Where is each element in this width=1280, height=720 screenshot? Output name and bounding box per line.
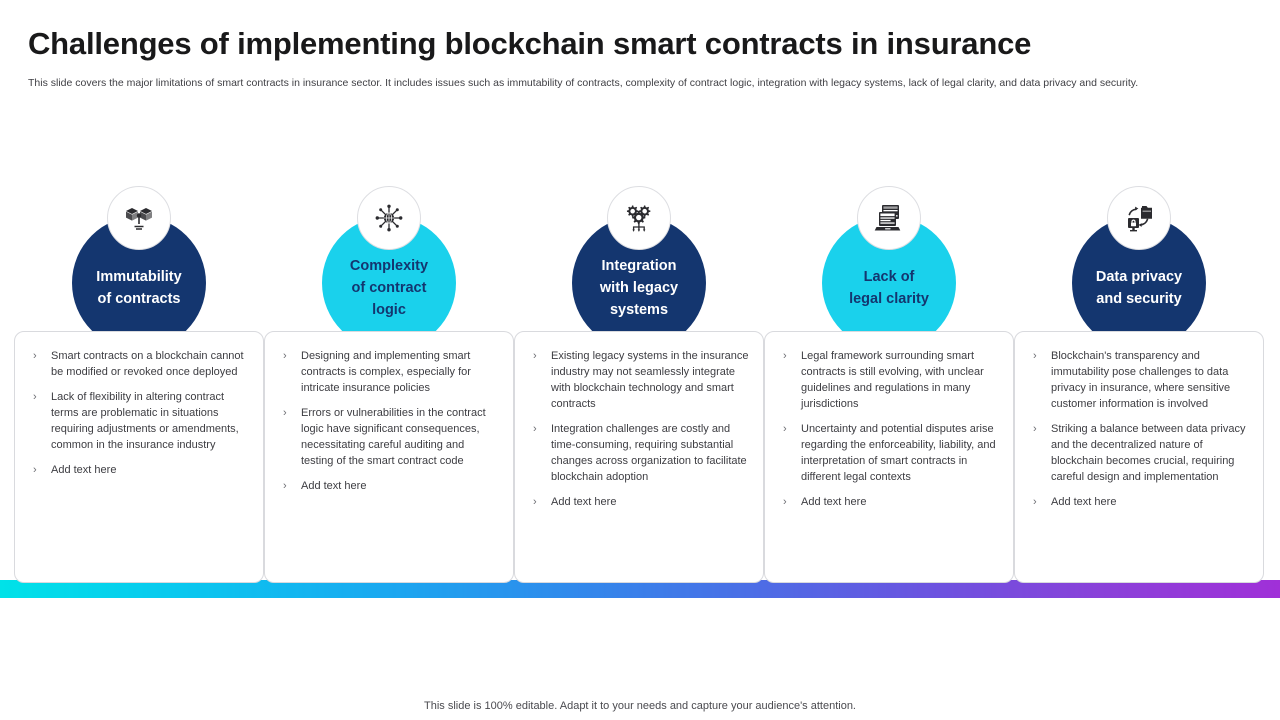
list-item: › Uncertainty and potential disputes aris…: [779, 421, 999, 485]
list-item: › Designing and implementing smart contra…: [279, 348, 499, 396]
bullet-text: Existing legacy systems in the insurance…: [551, 350, 749, 410]
chevron-right-icon: ›: [783, 350, 787, 362]
chevron-right-icon: ›: [533, 350, 537, 362]
chevron-right-icon: ›: [283, 350, 287, 362]
bullet-text-placeholder[interactable]: Add text here: [551, 496, 617, 508]
bullet-text: Striking a balance between data privacy …: [1051, 423, 1246, 483]
challenge-card-integration-with-legacy-systems[interactable]: Integration with legacy systems ›Existin…: [514, 186, 764, 586]
chevron-right-icon: ›: [283, 407, 287, 419]
blockchain-cubes-icon: [107, 186, 171, 250]
bullet-text: Legal framework surrounding smart contra…: [801, 350, 984, 410]
list-item: › Blockchain's transparency and immutabil…: [1029, 348, 1249, 412]
list-item: › Legal framework surrounding smart contr…: [779, 348, 999, 412]
network-hub-icon: [357, 186, 421, 250]
bullet-text: Uncertainty and potential disputes arise…: [801, 423, 996, 483]
list-item[interactable]: › Add text here: [529, 494, 749, 510]
chevron-right-icon: ›: [783, 496, 787, 508]
bullet-list: › Existing legacy systems in the insuranc…: [529, 348, 749, 510]
bullet-text-placeholder[interactable]: Add text here: [801, 496, 867, 508]
list-item: › Errors or vulnerabilities in the contra…: [279, 405, 499, 469]
page-title: Challenges of implementing blockchain sm…: [28, 26, 1032, 61]
bullet-list: › Legal framework surrounding smart contr…: [779, 348, 999, 510]
card-body-panel: › Smart contracts on a blockchain cannot …: [14, 331, 264, 583]
bullet-list: › Designing and implementing smart contra…: [279, 348, 499, 494]
secure-data-transfer-icon: [1107, 186, 1171, 250]
bullet-text-placeholder[interactable]: Add text here: [301, 480, 367, 492]
page-subtitle: This slide covers the major limitations …: [28, 77, 1139, 89]
challenge-card-complexity-of-contract-logic[interactable]: Complexity of contract logic ›Designing …: [264, 186, 514, 586]
chevron-right-icon: ›: [783, 423, 787, 435]
accent-gradient-bar: [0, 580, 1280, 598]
card-body-panel: › Existing legacy systems in the insuranc…: [514, 331, 764, 583]
chevron-right-icon: ›: [533, 423, 537, 435]
bullet-text: Errors or vulnerabilities in the contrac…: [301, 407, 486, 467]
bullet-text: Integration challenges are costly and ti…: [551, 423, 747, 483]
card-body-panel: › Designing and implementing smart contra…: [264, 331, 514, 583]
bullet-list: › Blockchain's transparency and immutabil…: [1029, 348, 1249, 510]
chevron-right-icon: ›: [33, 464, 37, 476]
list-item[interactable]: › Add text here: [1029, 494, 1249, 510]
challenge-card-immutability-of-contracts[interactable]: Immutability of contracts ›Smart contrac…: [14, 186, 264, 586]
chevron-right-icon: ›: [1033, 496, 1037, 508]
challenge-cards-row: Immutability of contracts ›Smart contrac…: [0, 186, 1280, 586]
list-item: › Integration challenges are costly and t…: [529, 421, 749, 485]
bullet-text-placeholder[interactable]: Add text here: [51, 464, 117, 476]
chevron-right-icon: ›: [1033, 350, 1037, 362]
chevron-right-icon: ›: [33, 391, 37, 403]
footer-note: This slide is 100% editable. Adapt it to…: [424, 700, 856, 712]
list-item: › Lack of flexibility in altering contrac…: [29, 389, 249, 453]
bullet-text: Smart contracts on a blockchain cannot b…: [51, 350, 244, 378]
bullet-text: Blockchain's transparency and immutabili…: [1051, 350, 1231, 410]
chevron-right-icon: ›: [33, 350, 37, 362]
challenge-card-data-privacy-and-security[interactable]: Data privacy and security ›Blockchain's …: [1014, 186, 1264, 586]
list-item[interactable]: › Add text here: [29, 462, 249, 478]
gears-integration-icon: [607, 186, 671, 250]
bullet-text: Lack of flexibility in altering contract…: [51, 391, 239, 451]
list-item[interactable]: › Add text here: [279, 478, 499, 494]
challenge-card-lack-of-legal-clarity[interactable]: Lack of legal clarity ›Legal framework s…: [764, 186, 1014, 586]
chevron-right-icon: ›: [1033, 423, 1037, 435]
bullet-text-placeholder[interactable]: Add text here: [1051, 496, 1117, 508]
card-body-panel: › Blockchain's transparency and immutabil…: [1014, 331, 1264, 583]
chevron-right-icon: ›: [533, 496, 537, 508]
chevron-right-icon: ›: [283, 480, 287, 492]
list-item[interactable]: › Add text here: [779, 494, 999, 510]
bullet-list: › Smart contracts on a blockchain cannot …: [29, 348, 249, 478]
legal-document-laptop-icon: [857, 186, 921, 250]
list-item: › Existing legacy systems in the insuranc…: [529, 348, 749, 412]
list-item: › Smart contracts on a blockchain cannot …: [29, 348, 249, 380]
card-body-panel: › Legal framework surrounding smart contr…: [764, 331, 1014, 583]
bullet-text: Designing and implementing smart contrac…: [301, 350, 471, 394]
list-item: › Striking a balance between data privacy…: [1029, 421, 1249, 485]
